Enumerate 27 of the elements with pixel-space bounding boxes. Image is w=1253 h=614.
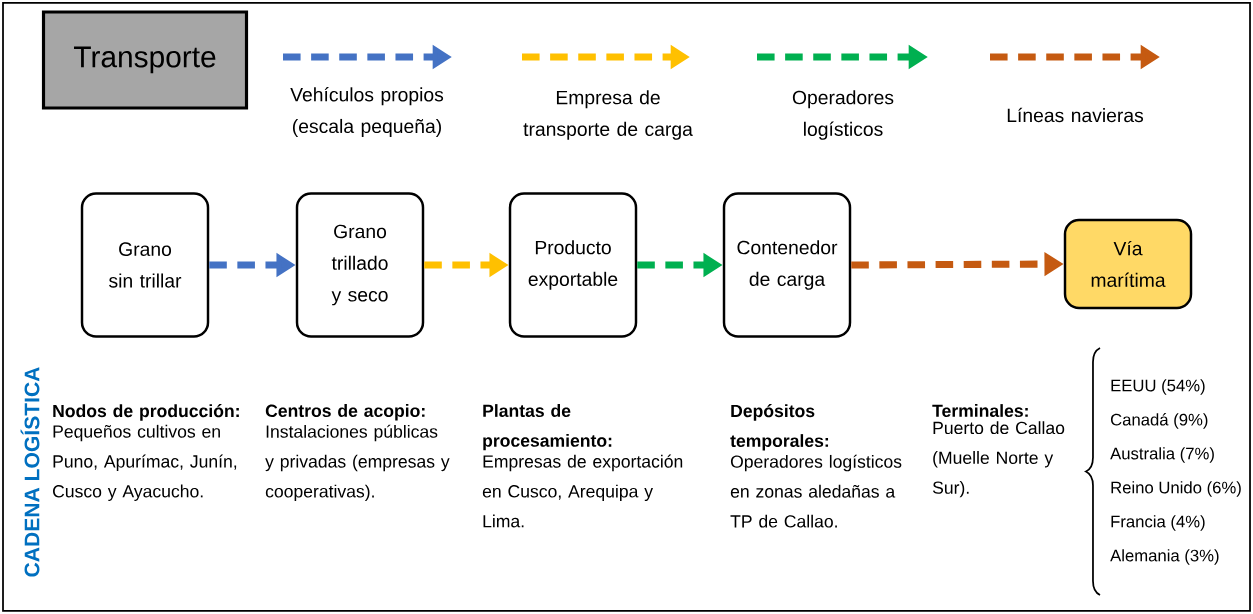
side-title: CADENA LOGÍSTICA <box>20 367 40 577</box>
column-text: Instalaciones públicas y privadas (empresas y cooperativas). <box>265 424 450 501</box>
country-label: EEUU (54%) <box>1111 379 1205 395</box>
column-heading: Terminales: <box>932 404 1028 417</box>
country-label: Canadá (9%) <box>1110 413 1208 429</box>
process-box: Contenedor de carga <box>722 192 852 338</box>
column-heading: Nodos de producción: <box>53 404 239 421</box>
process-box: Vía marítima <box>1063 218 1193 310</box>
column-text: Operadores logísticos en zonas aledañas a TP de Callao. <box>730 454 902 528</box>
legend-text: Líneas navieras <box>1007 107 1144 123</box>
process-box: Producto exportable <box>508 192 638 338</box>
process-box: Grano sin trillar <box>80 192 210 338</box>
column-heading: Centros de acopio: <box>265 404 425 421</box>
process-box: Grano trillado y seco <box>295 192 425 338</box>
country-label: Francia (4%) <box>1111 515 1205 531</box>
legend-text: Empresa de transporte de carga <box>523 90 693 140</box>
column-heading: Depósitos temporales: <box>730 404 829 451</box>
country-label: Reino Unido (6%) <box>1111 481 1241 497</box>
column-text: Puerto de Callao (Muelle Norte y Sur). <box>932 421 1065 498</box>
title-box: Transporte <box>41 10 249 110</box>
column-heading: Plantas de procesamiento: <box>483 404 612 451</box>
legend-text: Operadores logísticos <box>792 90 894 140</box>
column-text: Empresas de exportación en Cusco, Arequipa y Lima. <box>482 454 683 528</box>
country-label: Alemania (3%) <box>1110 549 1219 565</box>
column-text: Pequeños cultivos en Puno, Apurímac, Junín, Cusco y Ayacucho. <box>53 424 237 501</box>
legend-text: Vehículos propios (escala pequeña) <box>290 87 444 137</box>
country-label: Australia (7%) <box>1110 447 1214 463</box>
